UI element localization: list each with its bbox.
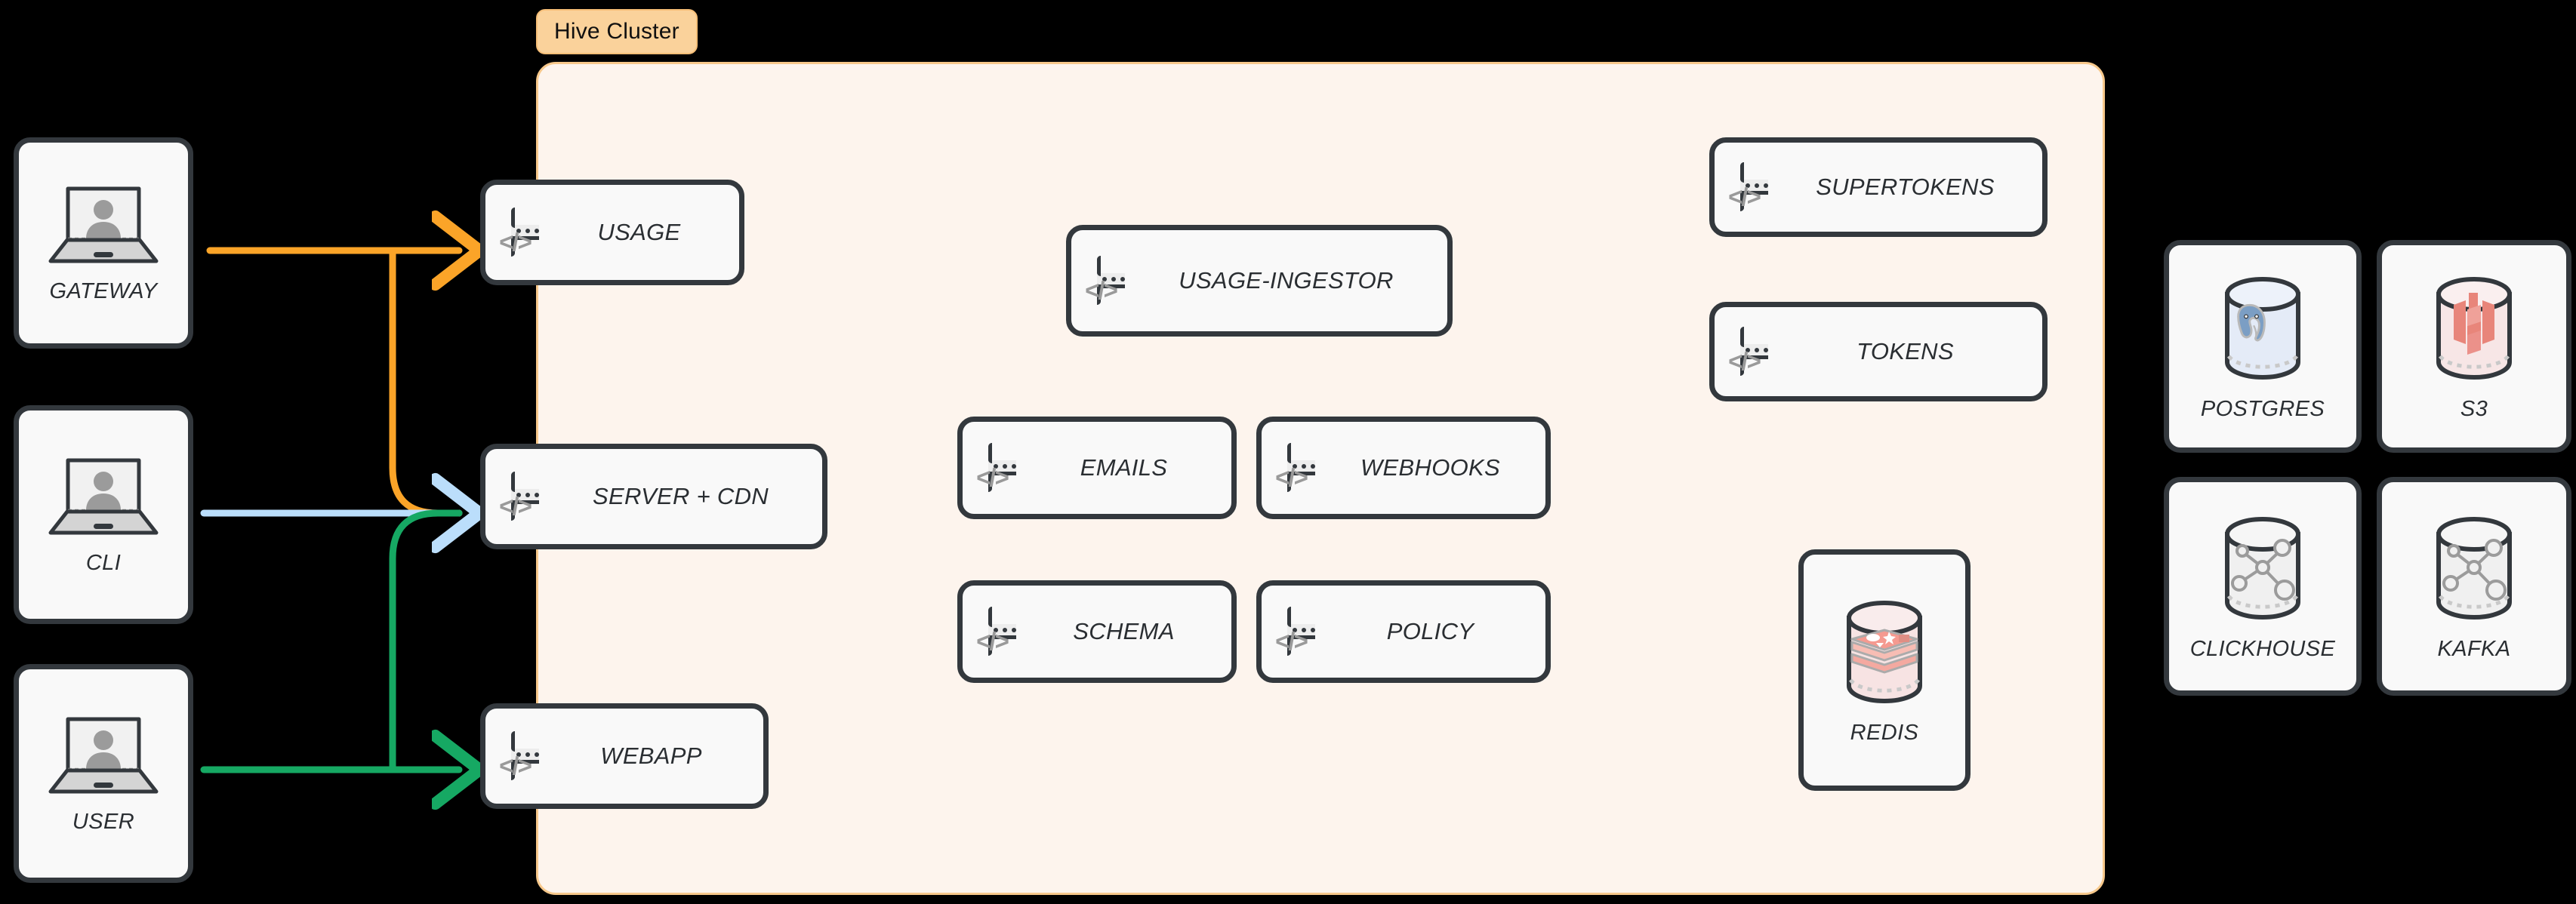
service-card-emails[interactable]: </> EMAILS <box>957 417 1237 519</box>
service-card-label: SERVER + CDN <box>592 483 769 509</box>
code-window-icon: </> <box>1728 162 1768 211</box>
client-card-cli[interactable]: CLI <box>14 405 193 624</box>
store-card-postgres[interactable]: POSTGRES <box>2164 240 2362 453</box>
code-window-icon: </> <box>499 731 539 780</box>
laptop-user-icon <box>47 713 160 798</box>
redis-cylinder-icon <box>1834 595 1935 709</box>
service-card-label: USAGE <box>597 219 681 245</box>
store-card-label: POSTGRES <box>2200 396 2325 421</box>
service-card-label: SUPERTOKENS <box>1816 174 1995 200</box>
store-card-redis[interactable]: REDIS <box>1798 549 1971 791</box>
store-card-label: REDIS <box>1850 720 1919 745</box>
link-gateway-to-server-cdn <box>389 247 463 517</box>
laptop-user-icon <box>47 183 160 267</box>
service-card-label: EMAILS <box>1080 454 1168 481</box>
postgres-cylinder-icon <box>2212 272 2313 385</box>
store-card-label: CLICKHOUSE <box>2189 636 2336 661</box>
service-card-server-cdn[interactable]: </> SERVER + CDN <box>480 444 827 549</box>
hive-cluster-badge-label: Hive Cluster <box>554 19 679 44</box>
store-card-clickhouse[interactable]: CLICKHOUSE <box>2164 477 2362 696</box>
network-cylinder-icon <box>2423 512 2525 625</box>
client-card-user[interactable]: USER <box>14 664 193 883</box>
code-window-icon: </> <box>976 443 1016 492</box>
service-card-label: USAGE-INGESTOR <box>1179 267 1394 294</box>
code-window-icon: </> <box>1085 256 1125 305</box>
code-window-icon: </> <box>1275 443 1315 492</box>
service-card-webhooks[interactable]: </> WEBHOOKS <box>1256 417 1551 519</box>
store-card-kafka[interactable]: KAFKA <box>2377 477 2571 696</box>
service-card-schema[interactable]: </> SCHEMA <box>957 580 1237 683</box>
store-card-s3[interactable]: S3 <box>2377 240 2571 453</box>
service-card-label: TOKENS <box>1857 338 1954 364</box>
link-user-to-server-cdn <box>389 509 463 773</box>
code-window-icon: </> <box>1728 327 1768 376</box>
code-window-icon: </> <box>499 208 539 257</box>
service-card-supertokens[interactable]: </> SUPERTOKENS <box>1709 137 2048 237</box>
code-window-icon: </> <box>976 607 1016 656</box>
network-cylinder-icon <box>2212 512 2313 625</box>
service-card-tokens[interactable]: </> TOKENS <box>1709 302 2048 401</box>
hive-cluster-badge: Hive Cluster <box>536 9 698 54</box>
service-card-webapp[interactable]: </> WEBAPP <box>480 703 769 809</box>
s3-cylinder-icon <box>2423 272 2525 385</box>
store-card-label: S3 <box>2460 396 2488 421</box>
store-card-label: KAFKA <box>2437 636 2511 661</box>
service-card-label: WEBHOOKS <box>1360 454 1500 481</box>
service-card-usage-ingestor[interactable]: </> USAGE-INGESTOR <box>1066 225 1453 337</box>
code-window-icon: </> <box>499 472 539 521</box>
client-card-gateway[interactable]: GATEWAY <box>14 137 193 349</box>
client-card-label: CLI <box>85 550 122 575</box>
code-window-icon: </> <box>1275 607 1315 656</box>
client-card-label: USER <box>72 809 135 834</box>
service-card-label: SCHEMA <box>1073 618 1175 644</box>
service-card-usage[interactable]: </> USAGE <box>480 180 744 285</box>
service-card-label: WEBAPP <box>600 743 702 769</box>
client-card-label: GATEWAY <box>49 278 158 303</box>
laptop-user-icon <box>47 454 160 539</box>
service-card-policy[interactable]: </> POLICY <box>1256 580 1551 683</box>
service-card-label: POLICY <box>1386 618 1474 644</box>
